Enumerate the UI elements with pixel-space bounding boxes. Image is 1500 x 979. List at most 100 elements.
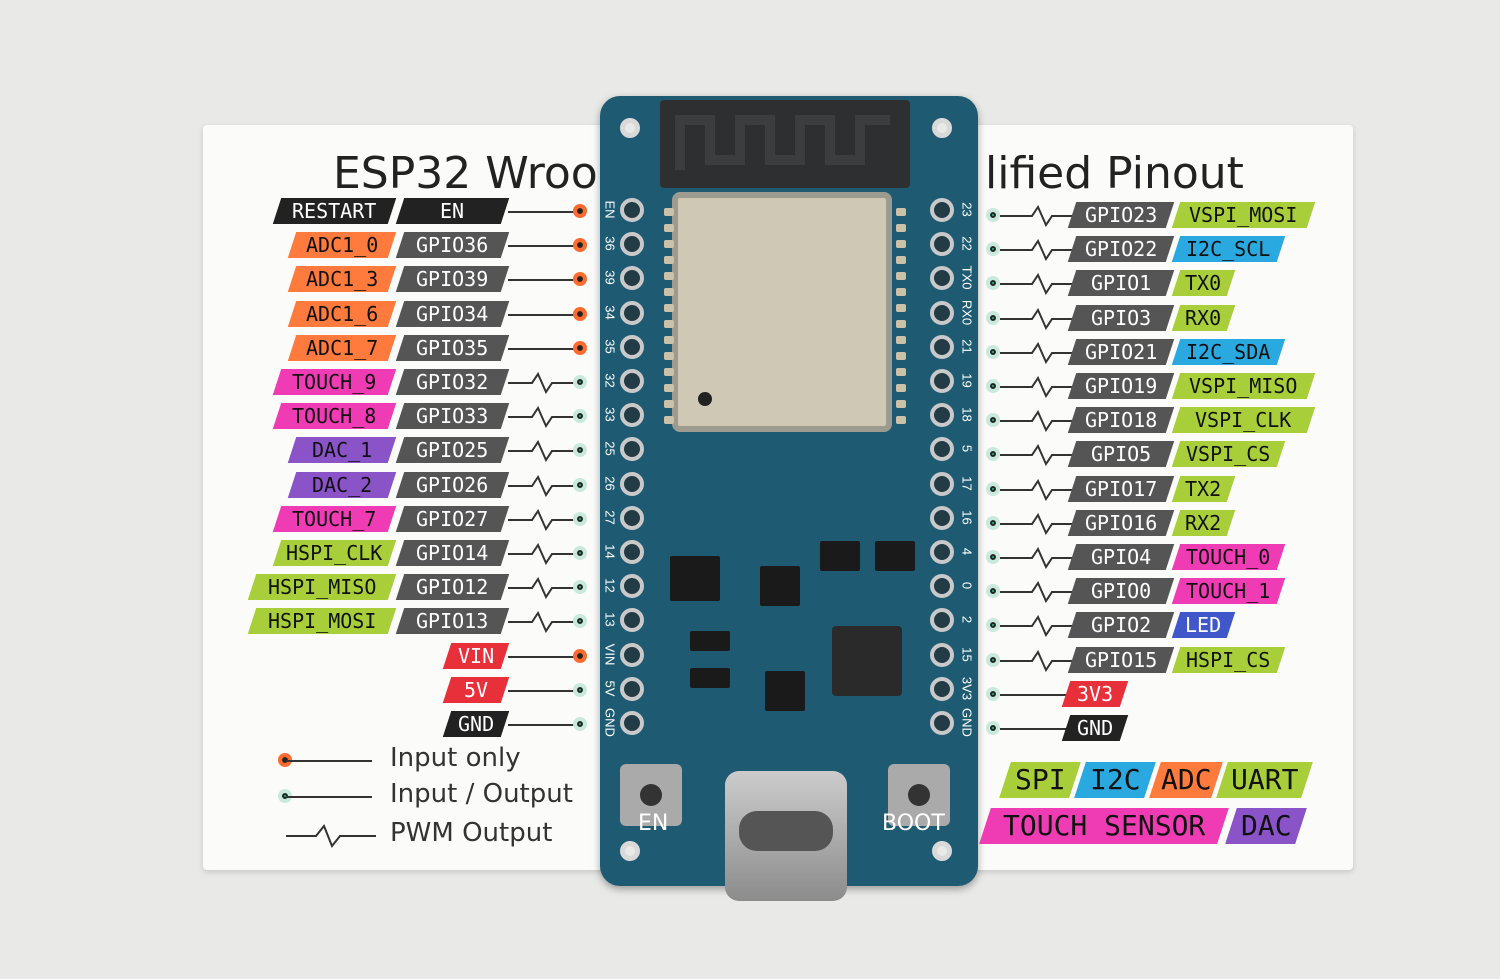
- module-pad: [896, 288, 906, 296]
- wire: [1000, 659, 1020, 662]
- input-output-dot-icon: [573, 682, 587, 697]
- header-pin-label: 18: [959, 407, 975, 422]
- pin-gpio-tag: GPIO15: [1067, 646, 1175, 673]
- boot-button[interactable]: [888, 764, 950, 826]
- module-pad: [896, 416, 906, 424]
- wire: [508, 553, 520, 555]
- header-pin: [930, 198, 954, 222]
- module-pad: [664, 416, 674, 424]
- header-pin-label: GND: [959, 708, 975, 737]
- wire: [566, 587, 576, 590]
- wire: [1066, 659, 1074, 662]
- pin-function-tag: LED: [1171, 612, 1236, 639]
- module-pad: [664, 272, 674, 280]
- input-only-dot-icon: [573, 204, 587, 218]
- pwm-wave-icon: [1018, 444, 1068, 467]
- input-output-dot-icon: [986, 721, 1000, 735]
- wire: [1066, 283, 1074, 286]
- pwm-wave-icon: [1018, 478, 1068, 501]
- wire: [1066, 386, 1074, 388]
- header-pin-label: 25: [602, 441, 618, 457]
- header-pin: [620, 334, 644, 359]
- header-pin-label: 26: [602, 475, 618, 491]
- wire: [1000, 728, 1066, 730]
- header-pin: [930, 608, 954, 633]
- wire: [1000, 317, 1020, 320]
- header-pin: [930, 437, 954, 462]
- wire: [508, 416, 520, 419]
- wire: [566, 553, 576, 555]
- wire: [1000, 693, 1066, 696]
- transistor: [765, 671, 805, 711]
- header-pin-label: 5: [959, 445, 975, 453]
- legend-input-output-label: Input / Output: [390, 779, 573, 809]
- wire: [508, 484, 520, 487]
- en-button[interactable]: [620, 764, 682, 826]
- pwm-wave-icon: [518, 543, 568, 565]
- wire: [508, 279, 576, 282]
- wire: [1066, 454, 1074, 457]
- pwm-wave-icon: [518, 474, 568, 497]
- header-pin: [930, 471, 954, 496]
- button-cap-icon: [908, 784, 930, 806]
- input-output-dot-icon: [986, 447, 1000, 462]
- pin-gpio-tag: GPIO21: [1067, 338, 1175, 365]
- input-output-dot-icon: [573, 443, 587, 458]
- boot-button-label: BOOT: [882, 811, 945, 836]
- input-output-dot-icon: [986, 515, 1000, 530]
- pin-function-tag: VSPI_MOSI: [1171, 202, 1316, 228]
- header-pin: [620, 711, 644, 735]
- header-pin: [620, 574, 644, 599]
- wire: [1000, 351, 1020, 354]
- module-pad: [896, 336, 906, 344]
- title-left: ESP32 Wroo: [333, 148, 598, 199]
- wire: [566, 484, 576, 487]
- pin-gpio-tag: GPIO0: [1067, 578, 1175, 605]
- input-output-dot-icon: [986, 413, 1000, 428]
- wire: [508, 724, 576, 726]
- header-pin: [620, 608, 644, 633]
- header-pin-label: 23: [959, 202, 975, 217]
- usb-c-port[interactable]: [725, 771, 847, 901]
- pwm-wave-icon: [1018, 649, 1068, 672]
- header-pin-label: 22: [959, 236, 975, 251]
- module-pad: [664, 240, 674, 248]
- wire: [1000, 249, 1020, 252]
- header-pin-label: 33: [602, 407, 618, 422]
- pin-gpio-tag: GPIO18: [1067, 407, 1175, 434]
- input-only-dot-icon: [573, 648, 587, 663]
- mount-hole: [932, 841, 952, 861]
- input-output-dot-icon: [986, 276, 1000, 291]
- input-output-dot-icon: [573, 546, 587, 560]
- header-pin: [620, 300, 644, 325]
- button-cap-icon: [640, 784, 662, 806]
- diode: [690, 631, 730, 651]
- header-pin-label: 19: [959, 373, 975, 388]
- module-pad: [664, 224, 674, 232]
- pin-gpio-tag: GND: [1061, 715, 1129, 741]
- module-pad: [896, 320, 906, 328]
- input-output-dot-icon: [986, 379, 1000, 393]
- pin-function-tag: VSPI_CLK: [1171, 407, 1316, 434]
- module-pad: [896, 400, 906, 408]
- module-pad: [664, 288, 674, 296]
- header-pin: [620, 471, 644, 496]
- header-pin: [620, 437, 644, 462]
- wire: [1066, 557, 1074, 559]
- input-output-dot-icon: [986, 242, 1000, 257]
- title-right: lified Pinout: [985, 148, 1244, 199]
- wire: [1066, 215, 1074, 217]
